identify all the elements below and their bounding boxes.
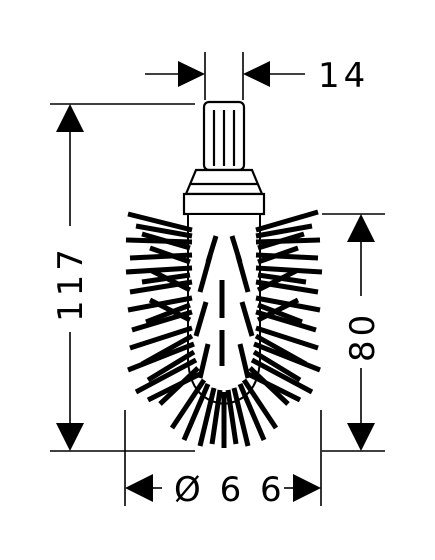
arrowhead-stem-right <box>243 61 270 87</box>
arrowhead-height-bottom <box>56 423 84 451</box>
dimension-brush-height <box>322 213 385 452</box>
dimension-stem-width <box>145 52 305 100</box>
dimension-label-stem-width: 14 <box>318 56 369 96</box>
brush-stem <box>182 100 266 216</box>
dimension-label-diameter: Ø 6 6 <box>174 470 286 510</box>
dimension-diameter <box>124 410 322 506</box>
brush-bristles <box>125 209 323 448</box>
arrowhead-diameter-left <box>125 474 153 502</box>
arrowhead-brush-top <box>347 214 375 242</box>
arrowhead-diameter-right <box>293 474 321 502</box>
arrowhead-stem-left <box>178 61 205 87</box>
dimension-label-brush-height: 80 <box>343 311 383 362</box>
arrowhead-brush-bottom <box>347 423 375 451</box>
dimension-label-overall-height: 117 <box>51 245 91 322</box>
arrowhead-height-top <box>56 104 84 132</box>
dimension-overall-height <box>50 103 195 452</box>
